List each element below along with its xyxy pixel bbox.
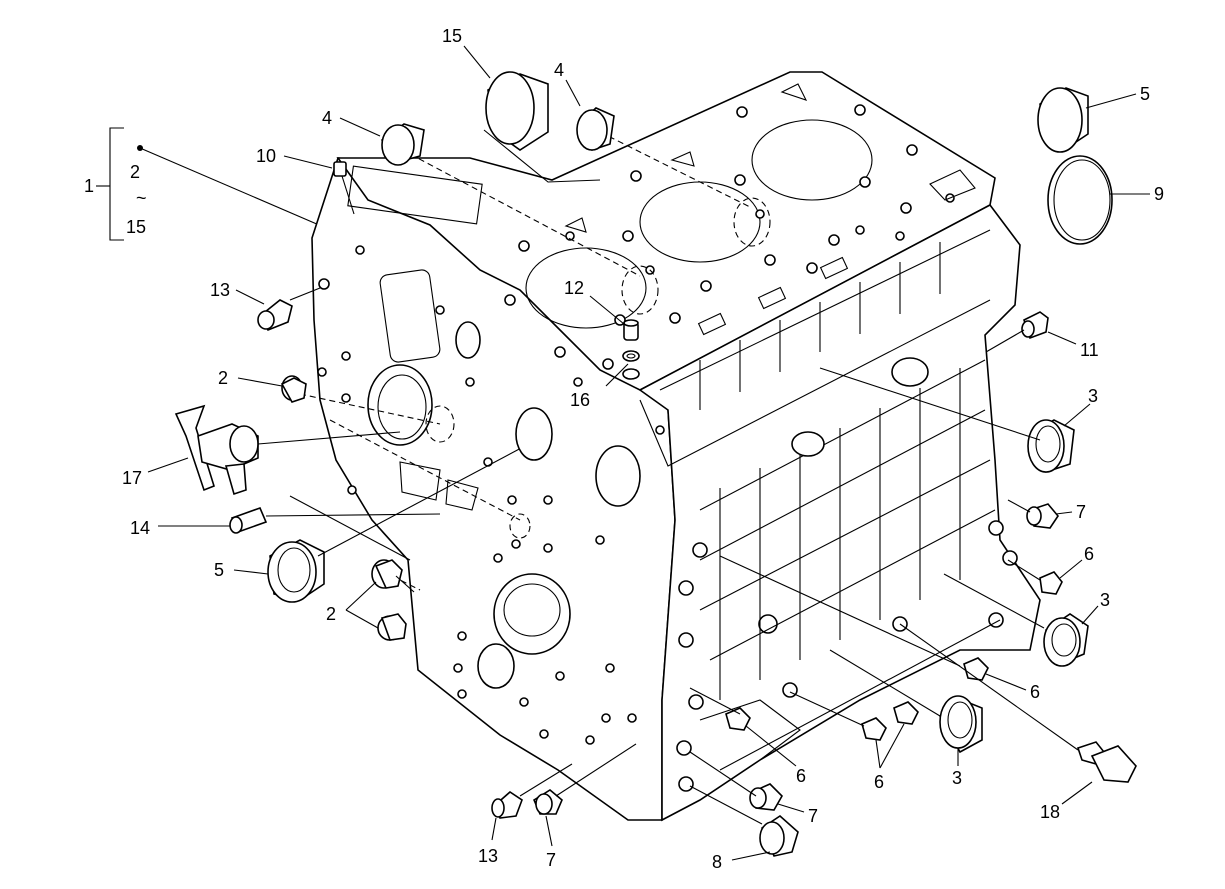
plug-2-lower-b [377, 613, 407, 641]
callout-3-lower: 3 [952, 768, 962, 788]
gasket-9 [1047, 155, 1113, 245]
cover-15 [483, 71, 601, 183]
callout-5-left: 5 [214, 560, 224, 580]
plug-13-lower [491, 743, 637, 819]
callout-18: 18 [1040, 802, 1060, 822]
callout-2-lower: 2 [326, 604, 336, 624]
plug-2-left [280, 375, 307, 403]
plug-7-right [1026, 503, 1059, 529]
callout-6-a: 6 [1084, 544, 1094, 564]
callout-5-top: 5 [1140, 84, 1150, 104]
pin-14 [229, 506, 441, 534]
callout-4-left: 4 [322, 108, 332, 128]
group-range-end: 15 [126, 217, 146, 237]
plug-2-lower-a [371, 559, 415, 593]
callout-15: 15 [442, 26, 462, 46]
pin-10 [333, 161, 355, 215]
plug-8 [689, 785, 799, 857]
hidden-lines [299, 131, 771, 591]
callout-13-upper: 13 [210, 280, 230, 300]
plug-4-top [576, 107, 615, 151]
callout-2-left: 2 [218, 368, 228, 388]
dowel-12 [623, 319, 639, 341]
callout-6-d: 6 [796, 766, 806, 786]
seal-3-upper [1027, 419, 1075, 474]
plug-7-bottom [532, 789, 563, 815]
callout-9: 9 [1154, 184, 1164, 204]
plug-6-d [725, 707, 751, 731]
oil-pressure-switch-18 [899, 623, 1137, 783]
callout-6-c: 6 [874, 772, 884, 792]
callout-7-right: 7 [1076, 502, 1086, 522]
callout-4-top: 4 [554, 60, 564, 80]
part-axis-lines [689, 367, 1041, 797]
plug-7-lower [749, 783, 783, 811]
callout-11: 11 [1080, 340, 1099, 360]
seal-3-lower [829, 649, 983, 754]
group-label: 1 [84, 176, 94, 196]
plug-13-upper [257, 287, 321, 332]
drain-cock-17 [174, 404, 401, 496]
callout-7-lower: 7 [808, 806, 818, 826]
seal-3-middle [943, 573, 1089, 667]
plug-4-left [380, 123, 425, 166]
callouts: 4 4 15 5 9 10 13 12 16 11 2 17 14 5 2 3 [122, 26, 1164, 872]
seal-5-left [267, 407, 553, 603]
group-range-start: 2 [130, 162, 140, 182]
plug-6-a [1007, 559, 1063, 595]
callout-10: 10 [256, 146, 276, 166]
plug-6-b [963, 657, 989, 681]
group-bracket: 1 2 ~ 15 [84, 127, 327, 241]
group-range-tilde: ~ [136, 188, 147, 208]
plug-5-top [1037, 87, 1089, 153]
callout-13-lower: 13 [478, 846, 498, 866]
callout-17: 17 [122, 468, 142, 488]
callout-7-bottom: 7 [546, 850, 556, 870]
callout-16: 16 [570, 390, 590, 410]
callout-6-b: 6 [1030, 682, 1040, 702]
callout-3-upper: 3 [1088, 386, 1098, 406]
callout-14: 14 [130, 518, 150, 538]
plug-6-c [861, 701, 919, 741]
callout-3-middle: 3 [1100, 590, 1110, 610]
engine-block [311, 71, 1041, 822]
callout-12: 12 [564, 278, 584, 298]
plug-11 [985, 311, 1049, 353]
callout-8: 8 [712, 852, 722, 872]
o-ring-16 [622, 350, 640, 380]
